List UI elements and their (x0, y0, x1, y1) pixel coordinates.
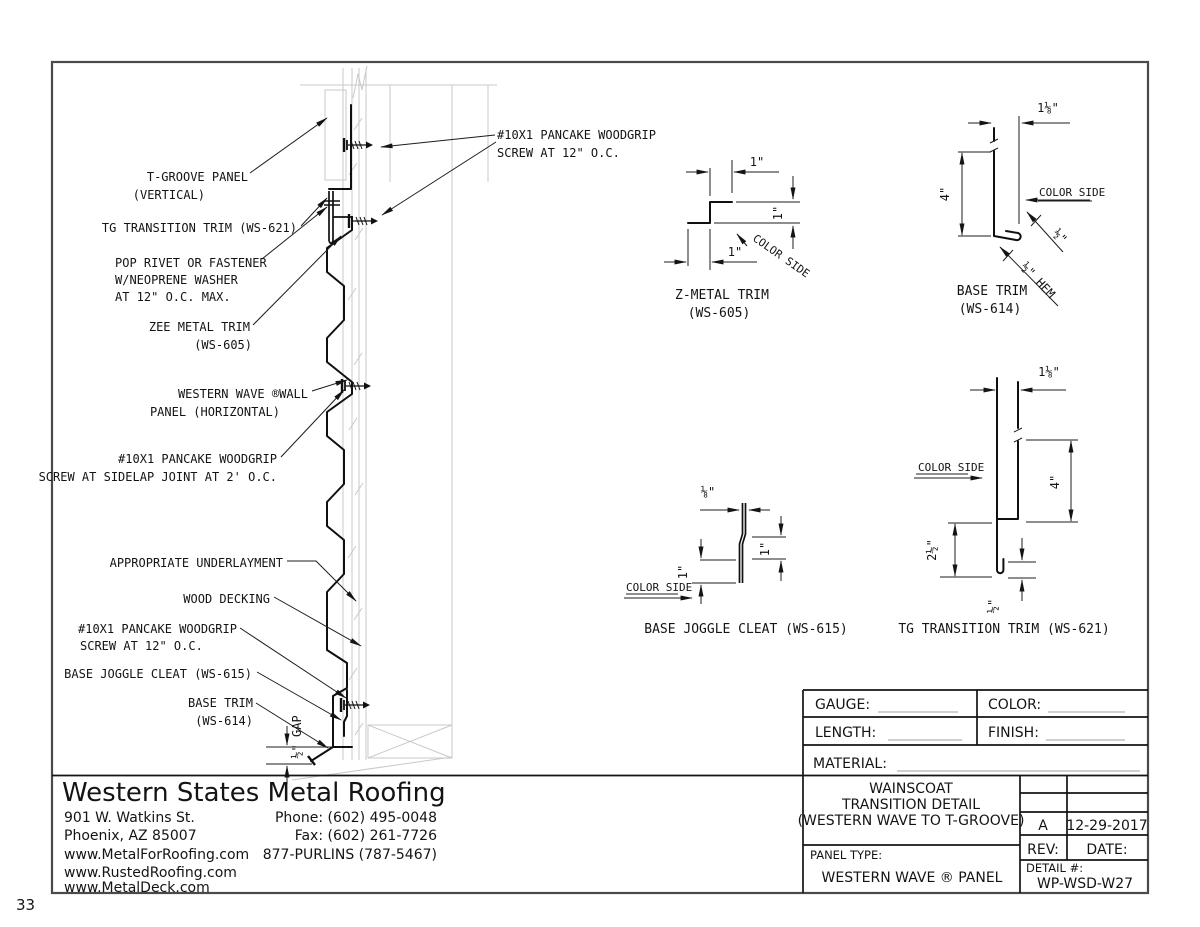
date-label: DATE: (1086, 842, 1127, 858)
callout-sidelap-line2: SCREW AT SIDELAP JOINT AT 2' O.C. (39, 470, 277, 484)
company-website-1: www.MetalForRoofing.com (64, 847, 249, 863)
tgtrim-dim-bottom: ½" (986, 599, 1000, 613)
drawing-title-line1: WAINSCOAT (869, 781, 953, 797)
base-joggle-cleat-line (343, 689, 348, 737)
tg-trim-profile (996, 377, 1019, 575)
leader-lines (239, 117, 497, 784)
section-profile (307, 104, 380, 766)
tgtrim-color-side-label: COLOR SIDE (918, 461, 984, 474)
callout-wood-decking: WOOD DECKING (183, 592, 270, 606)
z-metal-title-line1: Z-METAL TRIM (675, 288, 769, 303)
z-dim-bottom: 1" (728, 245, 742, 259)
callout-underlayment: APPROPRIATE UNDERLAYMENT (110, 556, 283, 570)
joggle-dim-right: 1" (758, 542, 772, 556)
wood-grain-hatch (347, 117, 364, 736)
detail-number-label: DETAIL #: (1026, 861, 1083, 875)
company-phone: Phone: (602) 495-0048 (275, 810, 437, 826)
tg-trim-title: TG TRANSITION TRIM (WS-621) (898, 622, 1109, 637)
company-website-3: www.MetalDeck.com (64, 880, 210, 896)
joggle-dim-top: ⅛" (701, 485, 715, 499)
tgtrim-dim-top: 1⅛" (1038, 365, 1060, 379)
company-block: Western States Metal Roofing 901 W. Watk… (62, 778, 446, 896)
gauge-label: GAUGE: (815, 697, 870, 713)
t-groove-panel-line (328, 104, 352, 190)
z-color-side-label: COLOR SIDE (750, 232, 812, 281)
material-label: MATERIAL: (813, 756, 887, 772)
joggle-cleat-profile (738, 503, 747, 583)
detail-z-metal-trim: 1" 1" 1" COLOR SIDE Z-METAL TRIM (WS-605… (664, 155, 812, 321)
callout-screw-top-line2: SCREW AT 12" O.C. (497, 146, 620, 160)
color-label: COLOR: (988, 697, 1041, 713)
date-value: 12-29-2017 (1066, 818, 1147, 834)
company-tollfree: 877-PURLINS (787-5467) (263, 847, 437, 863)
drawing-title-line2: TRANSITION DETAIL (841, 797, 980, 813)
company-fax: Fax: (602) 261-7726 (295, 828, 437, 844)
company-name: Western States Metal Roofing (62, 778, 446, 808)
callout-screw-bottom-line2: SCREW AT 12" O.C. (80, 639, 203, 653)
z-metal-profile (687, 201, 733, 224)
grade-line (291, 756, 453, 781)
title-block: GAUGE: COLOR: LENGTH: FINISH: MATERIAL: … (52, 689, 1148, 893)
callout-t-groove-line2: (VERTICAL) (133, 188, 205, 202)
detail-tg-transition-trim: 1⅛" 4" 2½" ½" COLOR SIDE TG TRANSITION T… (898, 365, 1109, 637)
panel-type-label: PANEL TYPE: (810, 848, 882, 862)
z-dim-right: 1" (771, 206, 785, 220)
callout-base-trim-line1: BASE TRIM (188, 696, 253, 710)
base-trim-profile (993, 127, 1022, 242)
detail-base-trim: 1⅛" 4" COLOR SIDE ½" ½" HEM BASE TRIM (W… (938, 101, 1105, 317)
company-address-line1: 901 W. Watkins St. (64, 810, 195, 826)
base-trim-title-line2: (WS-614) (959, 302, 1022, 317)
hem-tick (307, 755, 316, 766)
callout-labels: #10X1 PANCAKE WOODGRIP SCREW AT 12" O.C.… (39, 128, 656, 759)
sheet-border (50, 60, 1150, 895)
base-trim-title-line1: BASE TRIM (957, 284, 1028, 299)
finish-label: FINISH: (988, 725, 1039, 741)
joggle-color-side-label: COLOR SIDE (626, 581, 692, 594)
callout-pop-rivet-line3: AT 12" O.C. MAX. (115, 290, 231, 304)
callout-zee-trim-line1: ZEE METAL TRIM (149, 320, 250, 334)
callout-base-trim-line2: (WS-614) (195, 714, 253, 728)
callout-pop-rivet-line1: POP RIVET OR FASTENER (115, 256, 267, 270)
callout-wave-panel-line2: PANEL (HORIZONTAL) (150, 405, 280, 419)
callout-wave-panel-line1: WESTERN WAVE ®WALL (178, 387, 308, 401)
pop-rivet-icon (324, 200, 340, 206)
rev-label: REV: (1027, 842, 1059, 858)
framing-crosshatch (367, 724, 453, 759)
detail-base-joggle-cleat: ⅛" 1" 1" COLOR SIDE BASE JOGGLE CLEAT (W… (624, 485, 848, 637)
joggle-dim-left: 1" (676, 565, 690, 579)
tgtrim-dim-right: 4" (1048, 475, 1062, 489)
break-symbol (352, 65, 368, 99)
page-number: 33 (16, 896, 35, 914)
basetrim-dim-edge: ½" (1050, 226, 1070, 246)
z-metal-title-line2: (WS-605) (688, 306, 751, 321)
callout-screw-bottom-line1: #10X1 PANCAKE WOODGRIP (78, 622, 237, 636)
drawing-title-line3: (WESTERN WAVE TO T-GROOVE) (798, 813, 1025, 829)
western-wave-panel-line (326, 216, 353, 748)
callout-screw-top-line1: #10X1 PANCAKE WOODGRIP (497, 128, 656, 142)
company-website-2: www.RustedRoofing.com (64, 865, 237, 881)
callout-joggle-cleat: BASE JOGGLE CLEAT (WS-615) (64, 667, 252, 681)
panel-type-value: WESTERN WAVE ® PANEL (822, 870, 1003, 886)
callout-pop-rivet-line2: W/NEOPRENE WASHER (115, 273, 239, 287)
rev-value: A (1038, 818, 1048, 834)
joggle-cleat-title: BASE JOGGLE CLEAT (WS-615) (644, 622, 848, 637)
callout-t-groove-line1: T-GROOVE PANEL (147, 170, 248, 184)
wall-background (291, 65, 497, 781)
callout-tg-trim: TG TRANSITION TRIM (WS-621) (102, 221, 297, 235)
basetrim-dim-left: 4" (938, 187, 952, 201)
tgtrim-dim-left: 2½" (925, 539, 939, 561)
callout-zee-trim-line2: (WS-605) (194, 338, 252, 352)
length-label: LENGTH: (815, 725, 876, 741)
panel-backing (324, 89, 347, 181)
detail-number-value: WP-WSD-W27 (1037, 876, 1133, 892)
callout-sidelap-line1: #10X1 PANCAKE WOODGRIP (118, 452, 277, 466)
drip-edge-line (310, 746, 334, 762)
z-dim-top: 1" (750, 155, 764, 169)
company-address-line2: Phoenix, AZ 85007 (64, 828, 197, 844)
basetrim-dim-top: 1⅛" (1037, 101, 1059, 115)
gap-dimension-label: ½" GAP (290, 715, 304, 758)
basetrim-color-side-label: COLOR SIDE (1039, 186, 1105, 199)
